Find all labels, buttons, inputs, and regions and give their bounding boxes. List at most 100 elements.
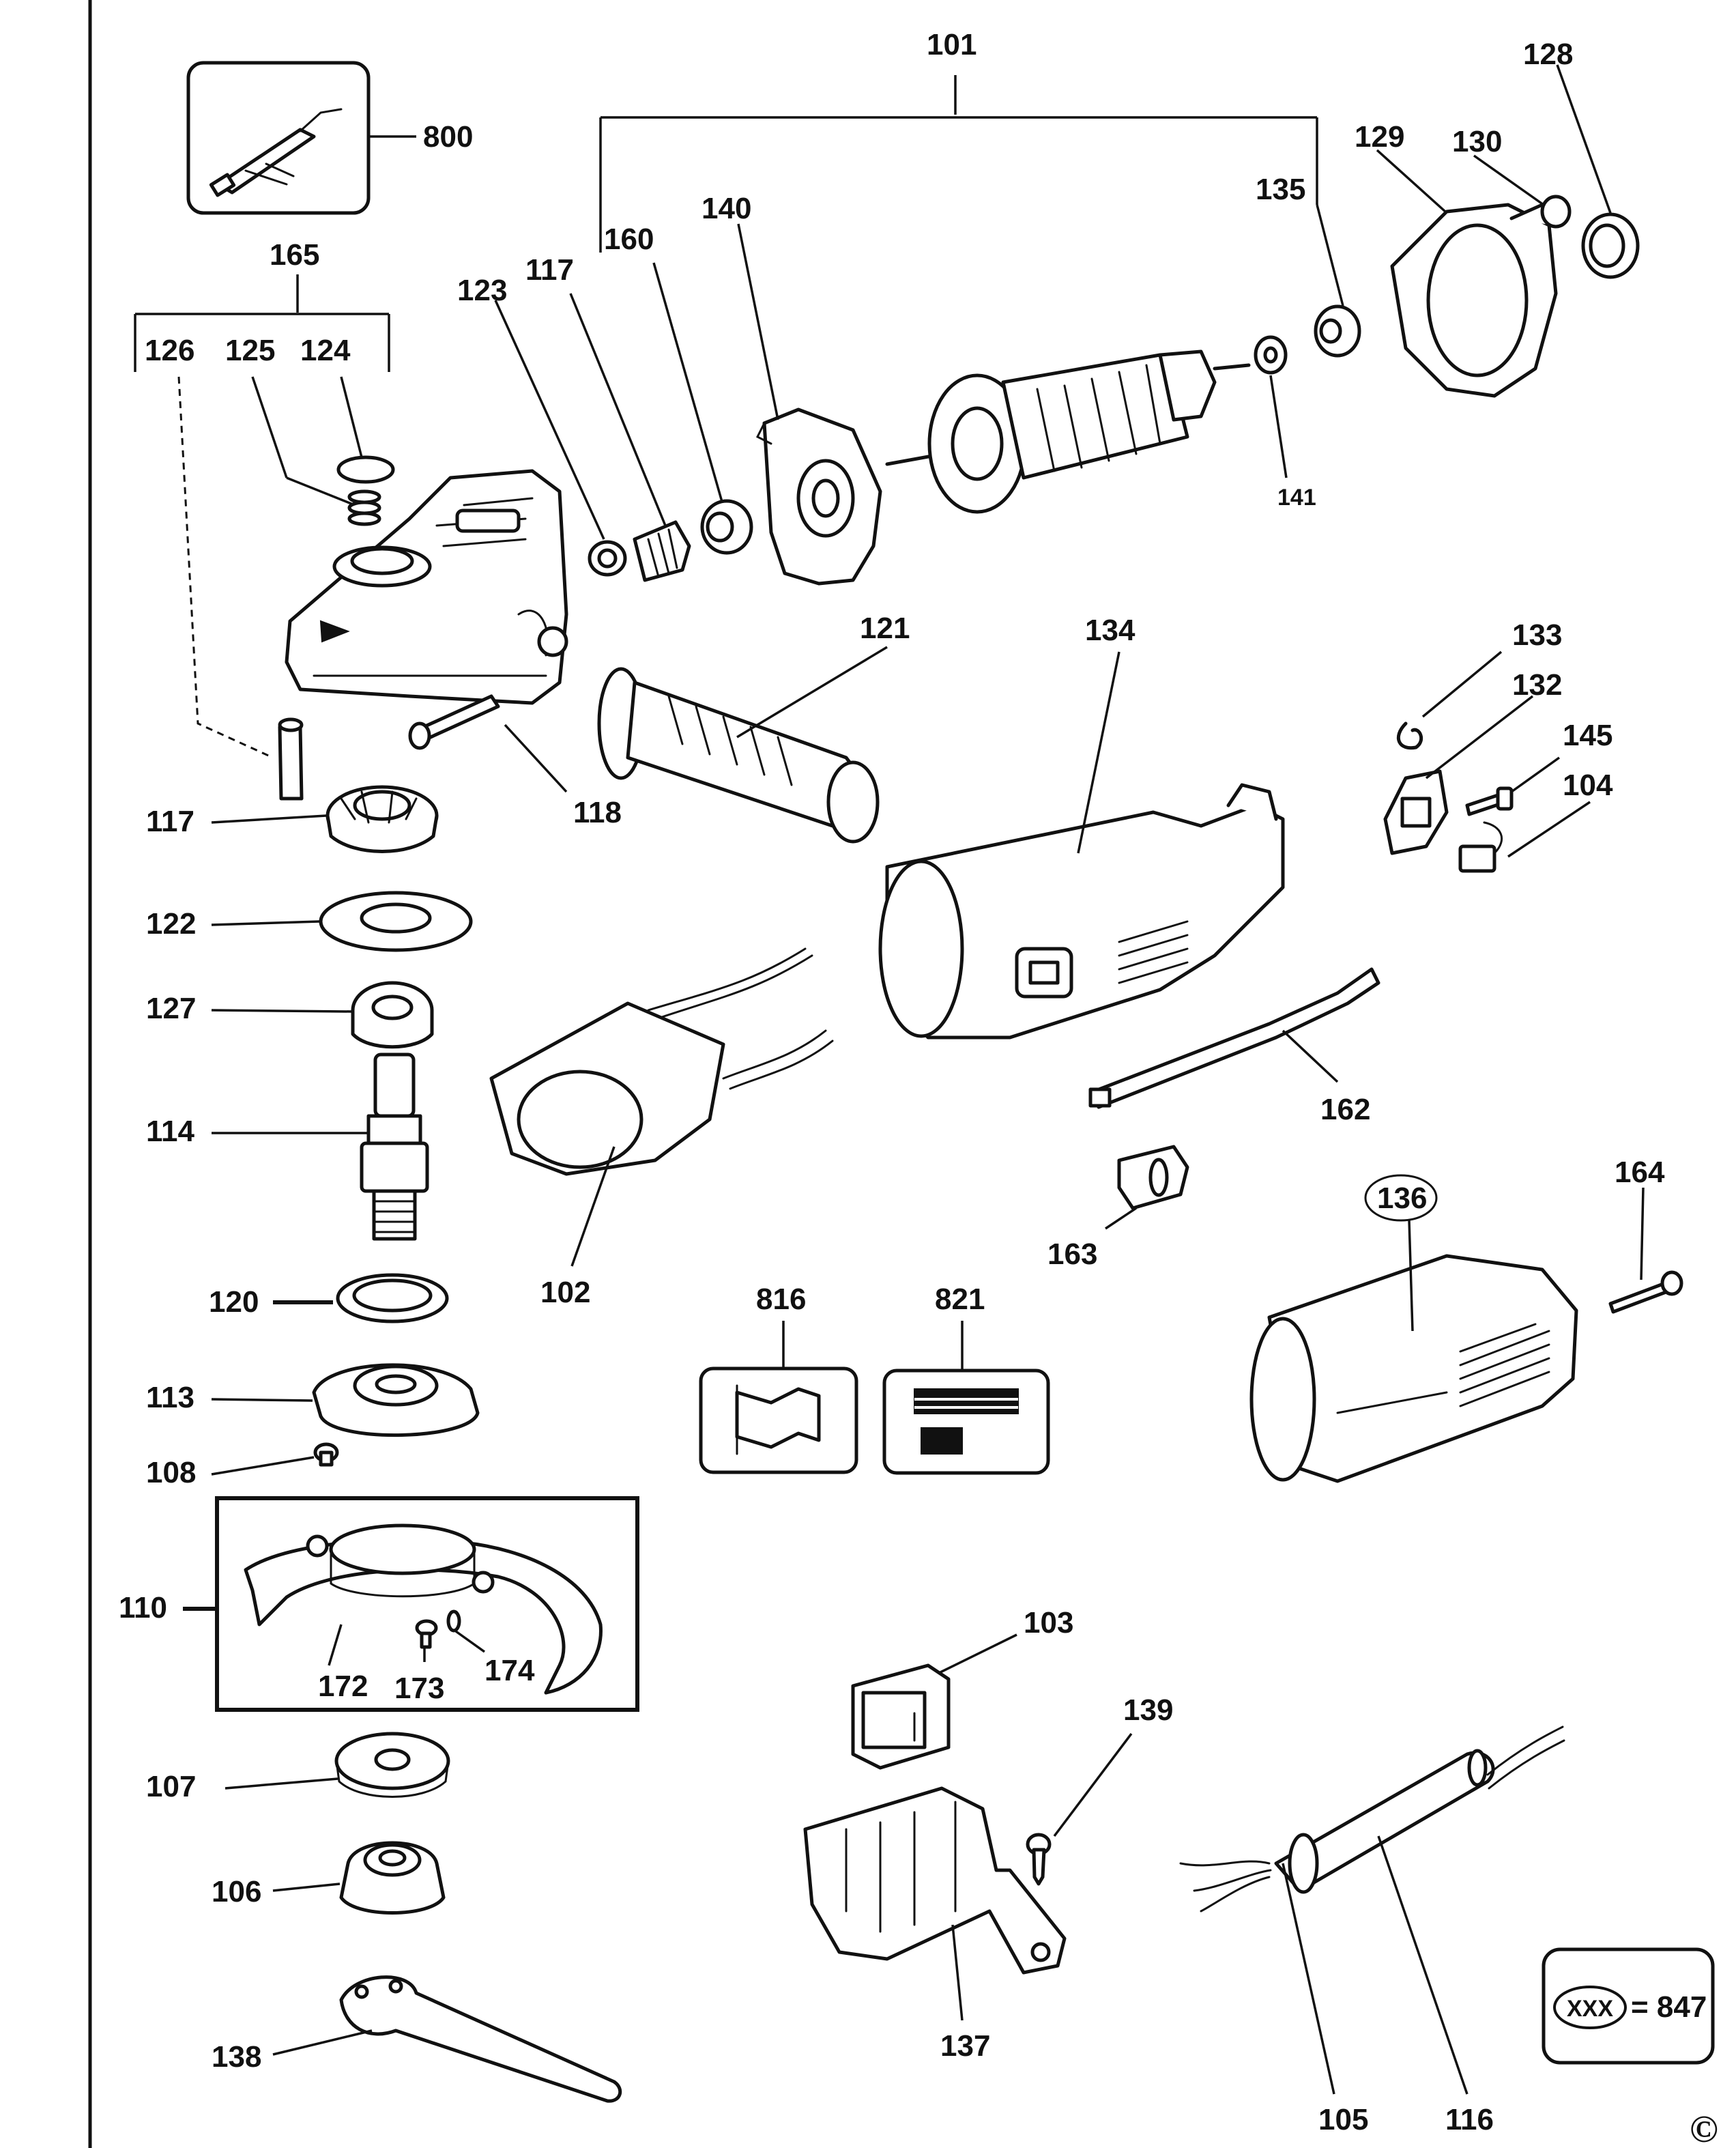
label-107[interactable]: 107 — [146, 1770, 196, 1803]
label-136[interactable]: 136 — [1377, 1182, 1427, 1215]
label-103[interactable]: 103 — [1024, 1606, 1073, 1639]
part-137-switch-housing[interactable] — [803, 1786, 1067, 1975]
part-126-pin[interactable] — [278, 717, 304, 801]
part-105-power-cord[interactable] — [1179, 1725, 1565, 1913]
part-123-nut[interactable] — [588, 540, 627, 577]
part-132-brush-holder[interactable] — [1383, 769, 1449, 855]
part-104-carbon-brush[interactable] — [1458, 821, 1503, 873]
part-116-cord-guard[interactable] — [1274, 1749, 1495, 1894]
label-140[interactable]: 140 — [701, 192, 751, 225]
label-113[interactable]: 113 — [146, 1381, 194, 1414]
label-121[interactable]: 121 — [860, 612, 910, 645]
part-800-grease[interactable] — [186, 61, 371, 215]
part-816-flag-box[interactable] — [699, 1366, 858, 1474]
part-133-spring[interactable] — [1396, 721, 1423, 750]
part-120-ring[interactable] — [336, 1273, 449, 1323]
part-164-screw[interactable] — [1608, 1270, 1683, 1314]
part-134-motor-housing[interactable] — [878, 783, 1285, 1040]
label-126[interactable]: 126 — [145, 334, 194, 367]
label-101[interactable]: 101 — [927, 28, 976, 61]
part-127-bearing[interactable] — [351, 981, 434, 1049]
label-122[interactable]: 122 — [146, 907, 196, 941]
part-129-housing[interactable] — [1390, 203, 1558, 398]
label-117-left[interactable]: 117 — [146, 805, 194, 838]
label-163[interactable]: 163 — [1047, 1237, 1097, 1271]
label-127[interactable]: 127 — [146, 992, 196, 1025]
part-163-switch-button[interactable] — [1117, 1145, 1189, 1210]
label-106[interactable]: 106 — [212, 1875, 261, 1908]
part-160-bearing[interactable] — [700, 499, 753, 555]
label-128[interactable]: 128 — [1523, 38, 1573, 71]
part-110-guard-box[interactable] — [215, 1496, 639, 1712]
label-130[interactable]: 130 — [1452, 125, 1502, 158]
part-113-flange[interactable] — [312, 1363, 480, 1437]
part-128-oring[interactable] — [1581, 212, 1640, 279]
leader-126 — [177, 376, 274, 759]
label-136-oval — [1364, 1174, 1438, 1222]
legend-box — [1542, 1947, 1715, 2065]
label-141[interactable]: 141 — [1277, 485, 1316, 511]
label-110[interactable]: 110 — [119, 1591, 167, 1624]
bracket-101 — [599, 75, 1318, 253]
label-816[interactable]: 816 — [756, 1283, 806, 1316]
legend-code: XXX — [1567, 1996, 1613, 2022]
label-145[interactable]: 145 — [1563, 719, 1612, 752]
gear-housing[interactable] — [285, 469, 568, 705]
label-173[interactable]: 173 — [394, 1672, 444, 1705]
part-117-bevel-gear[interactable] — [326, 785, 439, 853]
label-132[interactable]: 132 — [1512, 668, 1562, 702]
part-121-side-handle[interactable] — [597, 667, 880, 844]
label-174[interactable]: 174 — [484, 1654, 535, 1687]
part-102-field[interactable] — [489, 947, 834, 1176]
label-104[interactable]: 104 — [1563, 769, 1613, 802]
armature[interactable] — [885, 349, 1251, 514]
part-173-screw[interactable] — [415, 1619, 438, 1649]
label-138[interactable]: 138 — [212, 2040, 261, 2074]
label-125[interactable]: 125 — [225, 334, 275, 367]
part-125-spring[interactable] — [347, 489, 381, 526]
part-140-baffle[interactable] — [755, 407, 882, 586]
label-160[interactable]: 160 — [604, 223, 654, 256]
part-106-nut[interactable] — [339, 1841, 446, 1915]
label-165[interactable]: 165 — [270, 238, 319, 272]
label-139[interactable]: 139 — [1123, 1693, 1173, 1727]
part-103-switch[interactable] — [851, 1663, 951, 1770]
part-124-oring[interactable] — [336, 455, 395, 484]
part-114-spindle[interactable] — [360, 1052, 429, 1241]
label-120[interactable]: 120 — [209, 1285, 259, 1319]
label-129[interactable]: 129 — [1355, 120, 1404, 154]
part-118-screw[interactable] — [408, 694, 500, 750]
label-117-top[interactable]: 117 — [525, 253, 574, 287]
part-122-seal[interactable] — [319, 891, 473, 952]
label-137[interactable]: 137 — [940, 2029, 990, 2063]
part-107-flange[interactable] — [334, 1732, 450, 1798]
label-123[interactable]: 123 — [457, 274, 507, 307]
part-108-screw[interactable] — [313, 1442, 339, 1467]
part-821-label-box[interactable] — [882, 1369, 1050, 1475]
label-164[interactable]: 164 — [1615, 1156, 1665, 1189]
label-172[interactable]: 172 — [318, 1670, 368, 1703]
part-135-bearing[interactable] — [1314, 304, 1361, 358]
label-133[interactable]: 133 — [1512, 618, 1562, 652]
part-138-spanner[interactable] — [339, 1975, 622, 2103]
label-108[interactable]: 108 — [146, 1456, 196, 1489]
part-139-screw[interactable] — [1026, 1833, 1052, 1886]
label-116[interactable]: 116 — [1445, 2103, 1494, 2136]
label-118[interactable]: 118 — [573, 796, 622, 829]
part-130-cap[interactable] — [1540, 195, 1572, 229]
label-105[interactable]: 105 — [1318, 2103, 1368, 2136]
legend-value: = 847 — [1631, 1990, 1707, 2024]
label-134[interactable]: 134 — [1085, 614, 1135, 647]
part-145-screw[interactable] — [1465, 786, 1514, 816]
label-124[interactable]: 124 — [300, 334, 351, 367]
part-141-washer[interactable] — [1254, 335, 1288, 375]
part-162-switch-rod[interactable] — [1088, 967, 1380, 1109]
label-102[interactable]: 102 — [540, 1276, 590, 1309]
part-117-pinion[interactable] — [633, 520, 691, 582]
label-821[interactable]: 821 — [935, 1283, 985, 1316]
label-162[interactable]: 162 — [1320, 1093, 1370, 1126]
label-135[interactable]: 135 — [1256, 173, 1305, 206]
label-114[interactable]: 114 — [146, 1115, 195, 1148]
label-800[interactable]: 800 — [423, 120, 473, 154]
part-136-motor-cover[interactable] — [1249, 1254, 1578, 1483]
